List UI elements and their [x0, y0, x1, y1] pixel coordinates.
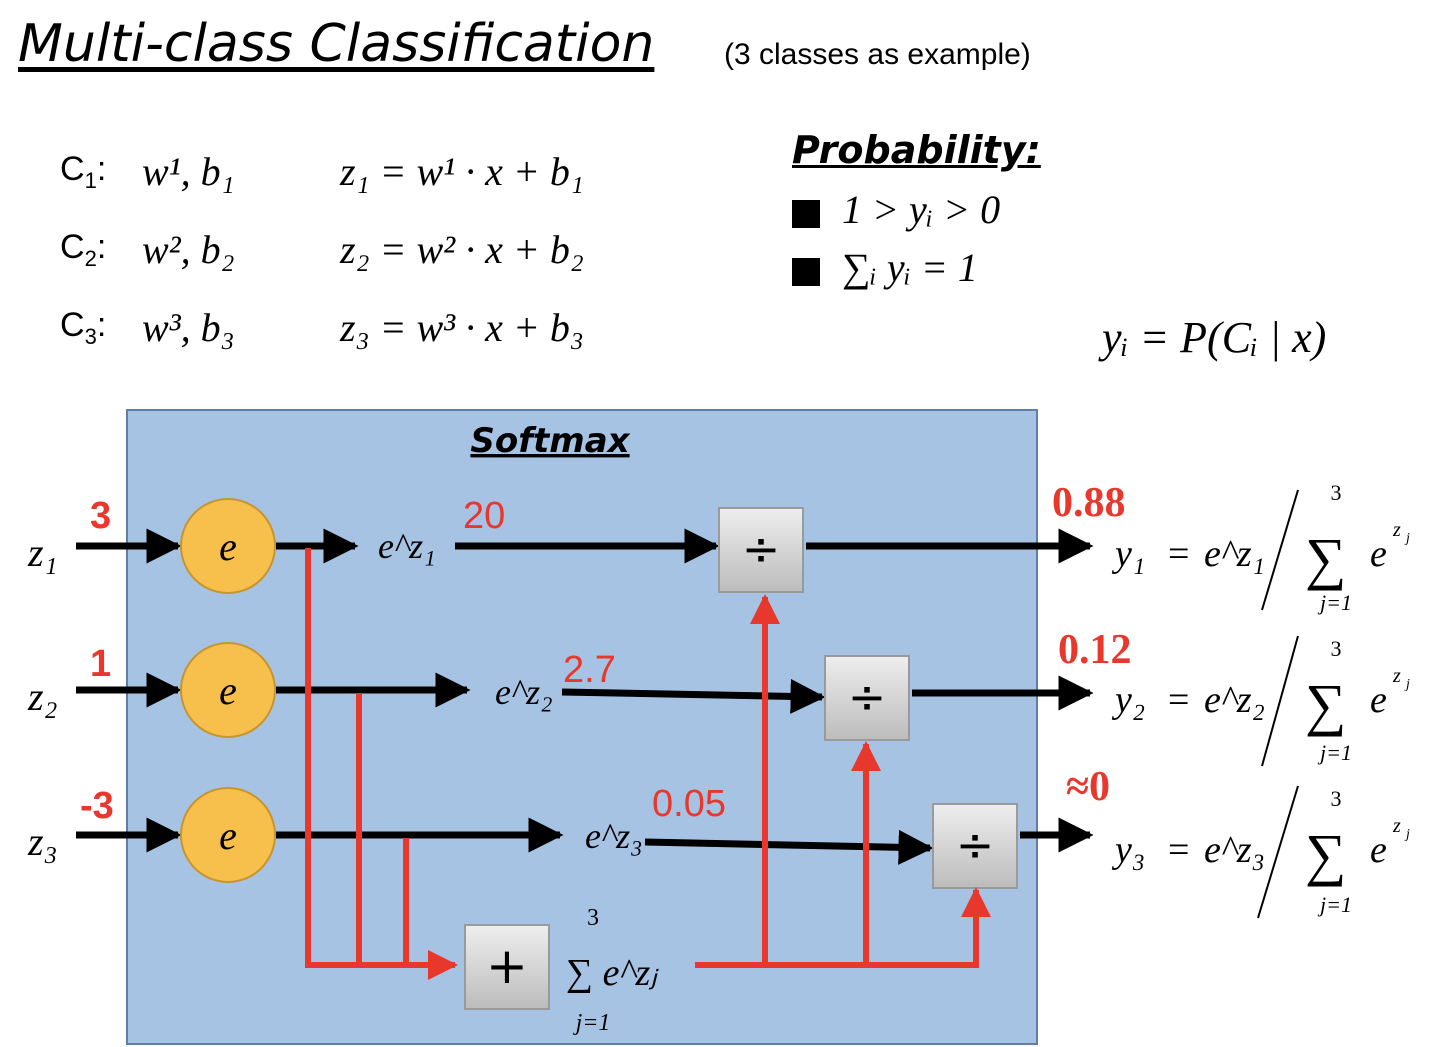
exp-node-3-label: e	[219, 813, 237, 858]
denominator-wire	[695, 887, 991, 968]
class-2-equation: z₂ = w² · x + b₂	[340, 227, 584, 272]
output-numerator-1: e^z₁	[1204, 533, 1265, 575]
probability-definition: yᵢ = P(Cᵢ | x)	[1102, 313, 1327, 362]
page-subtitle: (3 classes as example)	[724, 38, 1031, 71]
numerator-arrow-3	[644, 829, 934, 865]
input-value-3: -3	[80, 785, 114, 827]
class-3-params: w³, b₃	[142, 305, 235, 350]
numerator-arrow-2	[561, 678, 826, 714]
output-denominator-1: e	[1370, 533, 1387, 575]
class-3-label: C3:	[60, 306, 107, 349]
output-denominator-2: e	[1370, 679, 1387, 721]
exp-value-2: 2.7	[563, 649, 616, 691]
sum-upper: 3	[587, 905, 599, 931]
sigma-icon-3: ∑	[1305, 822, 1346, 887]
input-value-2: 1	[90, 643, 111, 685]
output-label-3: y₃	[1111, 829, 1145, 871]
exp-label-1: e^z₁	[378, 526, 436, 566]
exp-value-3: 0.05	[652, 783, 726, 825]
output-exponent-1: z	[1392, 519, 1401, 541]
input-value-1: 3	[90, 495, 111, 537]
class-2-params: w², b₂	[142, 227, 235, 272]
sigma-icon-2: ∑	[1305, 672, 1346, 737]
divide-box-2	[824, 655, 910, 741]
exp-node-1-label: e	[219, 524, 237, 569]
output-sum-upper-2: 3	[1331, 636, 1342, 661]
sigma-icon-1: ∑	[1305, 526, 1346, 591]
output-sum-upper-1: 3	[1331, 480, 1342, 505]
sum-box	[464, 924, 550, 1010]
probability-heading: Probability:	[792, 128, 1041, 172]
fraction-slash-1	[1261, 489, 1299, 611]
softmax-title: Softmax	[470, 421, 630, 461]
output-sum-upper-3: 3	[1331, 786, 1342, 811]
output-formula-1: y₁ = e^z₁ ∑ 3 j=1 e z j	[1111, 480, 1410, 615]
page-title: Multi-class Classification	[18, 14, 655, 74]
output-formula-2: y₂ = e^z₂ ∑ 3 j=1 e z j	[1111, 635, 1410, 767]
output-formula-3: y₃ = e^z₃ ∑ 3 j=1 e z j	[1111, 785, 1410, 919]
output-exponent-2: z	[1392, 665, 1401, 687]
fraction-slash-3	[1257, 785, 1299, 919]
output-value-1: 0.88	[1052, 480, 1126, 526]
bullet-square-icon	[792, 199, 820, 228]
sum-label: ∑ e^zⱼ	[566, 952, 659, 994]
bullet-square-icon	[792, 257, 820, 286]
output-sum-lower-2: j=1	[1317, 740, 1352, 765]
output-sum-lower-1: j=1	[1317, 590, 1352, 615]
output-label-1: y₁	[1111, 533, 1145, 575]
input-label-2: z₂	[27, 674, 57, 719]
class-1-equation: z₁ = w¹ · x + b₁	[340, 149, 584, 194]
probability-bullet-2: ∑ᵢ yᵢ = 1	[792, 244, 978, 291]
divide-icon-3: ÷	[956, 818, 995, 872]
input-label-1: z₁	[27, 530, 57, 575]
exp-label-3: e^z₃	[585, 816, 643, 856]
output-label-2: y₂	[1111, 679, 1145, 721]
output-exponent-sub-3: j	[1404, 827, 1410, 842]
equals-sign-2: =	[1168, 679, 1189, 721]
equals-sign-3: =	[1168, 829, 1189, 871]
output-numerator-3: e^z₃	[1204, 829, 1265, 871]
divide-icon-1: ÷	[742, 522, 781, 576]
plus-icon: +	[486, 937, 528, 995]
exp-node-3	[180, 787, 276, 883]
probability-bullet-1: 1 > yᵢ > 0	[792, 186, 1000, 233]
output-value-3: ≈0	[1066, 764, 1110, 810]
output-exponent-sub-2: j	[1404, 677, 1410, 692]
divide-box-3	[932, 803, 1018, 889]
exp-node-2-label: e	[219, 668, 237, 713]
output-value-2: 0.12	[1058, 627, 1132, 673]
output-denominator-3: e	[1370, 829, 1387, 871]
exp-label-2: e^z₂	[495, 672, 553, 712]
sum-lower: j=1	[573, 1010, 611, 1036]
output-numerator-2: e^z₂	[1204, 679, 1265, 721]
exp-node-2	[180, 642, 276, 738]
exp-node-1	[180, 498, 276, 594]
equals-sign-1: =	[1168, 533, 1189, 575]
class-3-equation: z₃ = w³ · x + b₃	[340, 305, 584, 350]
class-1-label: C1:	[60, 150, 107, 193]
exp-value-1: 20	[463, 495, 505, 537]
class-2-label: C2:	[60, 228, 107, 271]
class-1-params: w¹, b₁	[142, 149, 235, 194]
divide-box-1	[718, 507, 804, 593]
fraction-slash-2	[1261, 635, 1299, 767]
divide-icon-2: ÷	[848, 670, 887, 724]
output-sum-lower-3: j=1	[1317, 892, 1352, 917]
output-exponent-3: z	[1392, 815, 1401, 837]
output-exponent-sub-1: j	[1404, 531, 1410, 546]
input-label-3: z₃	[27, 819, 57, 864]
